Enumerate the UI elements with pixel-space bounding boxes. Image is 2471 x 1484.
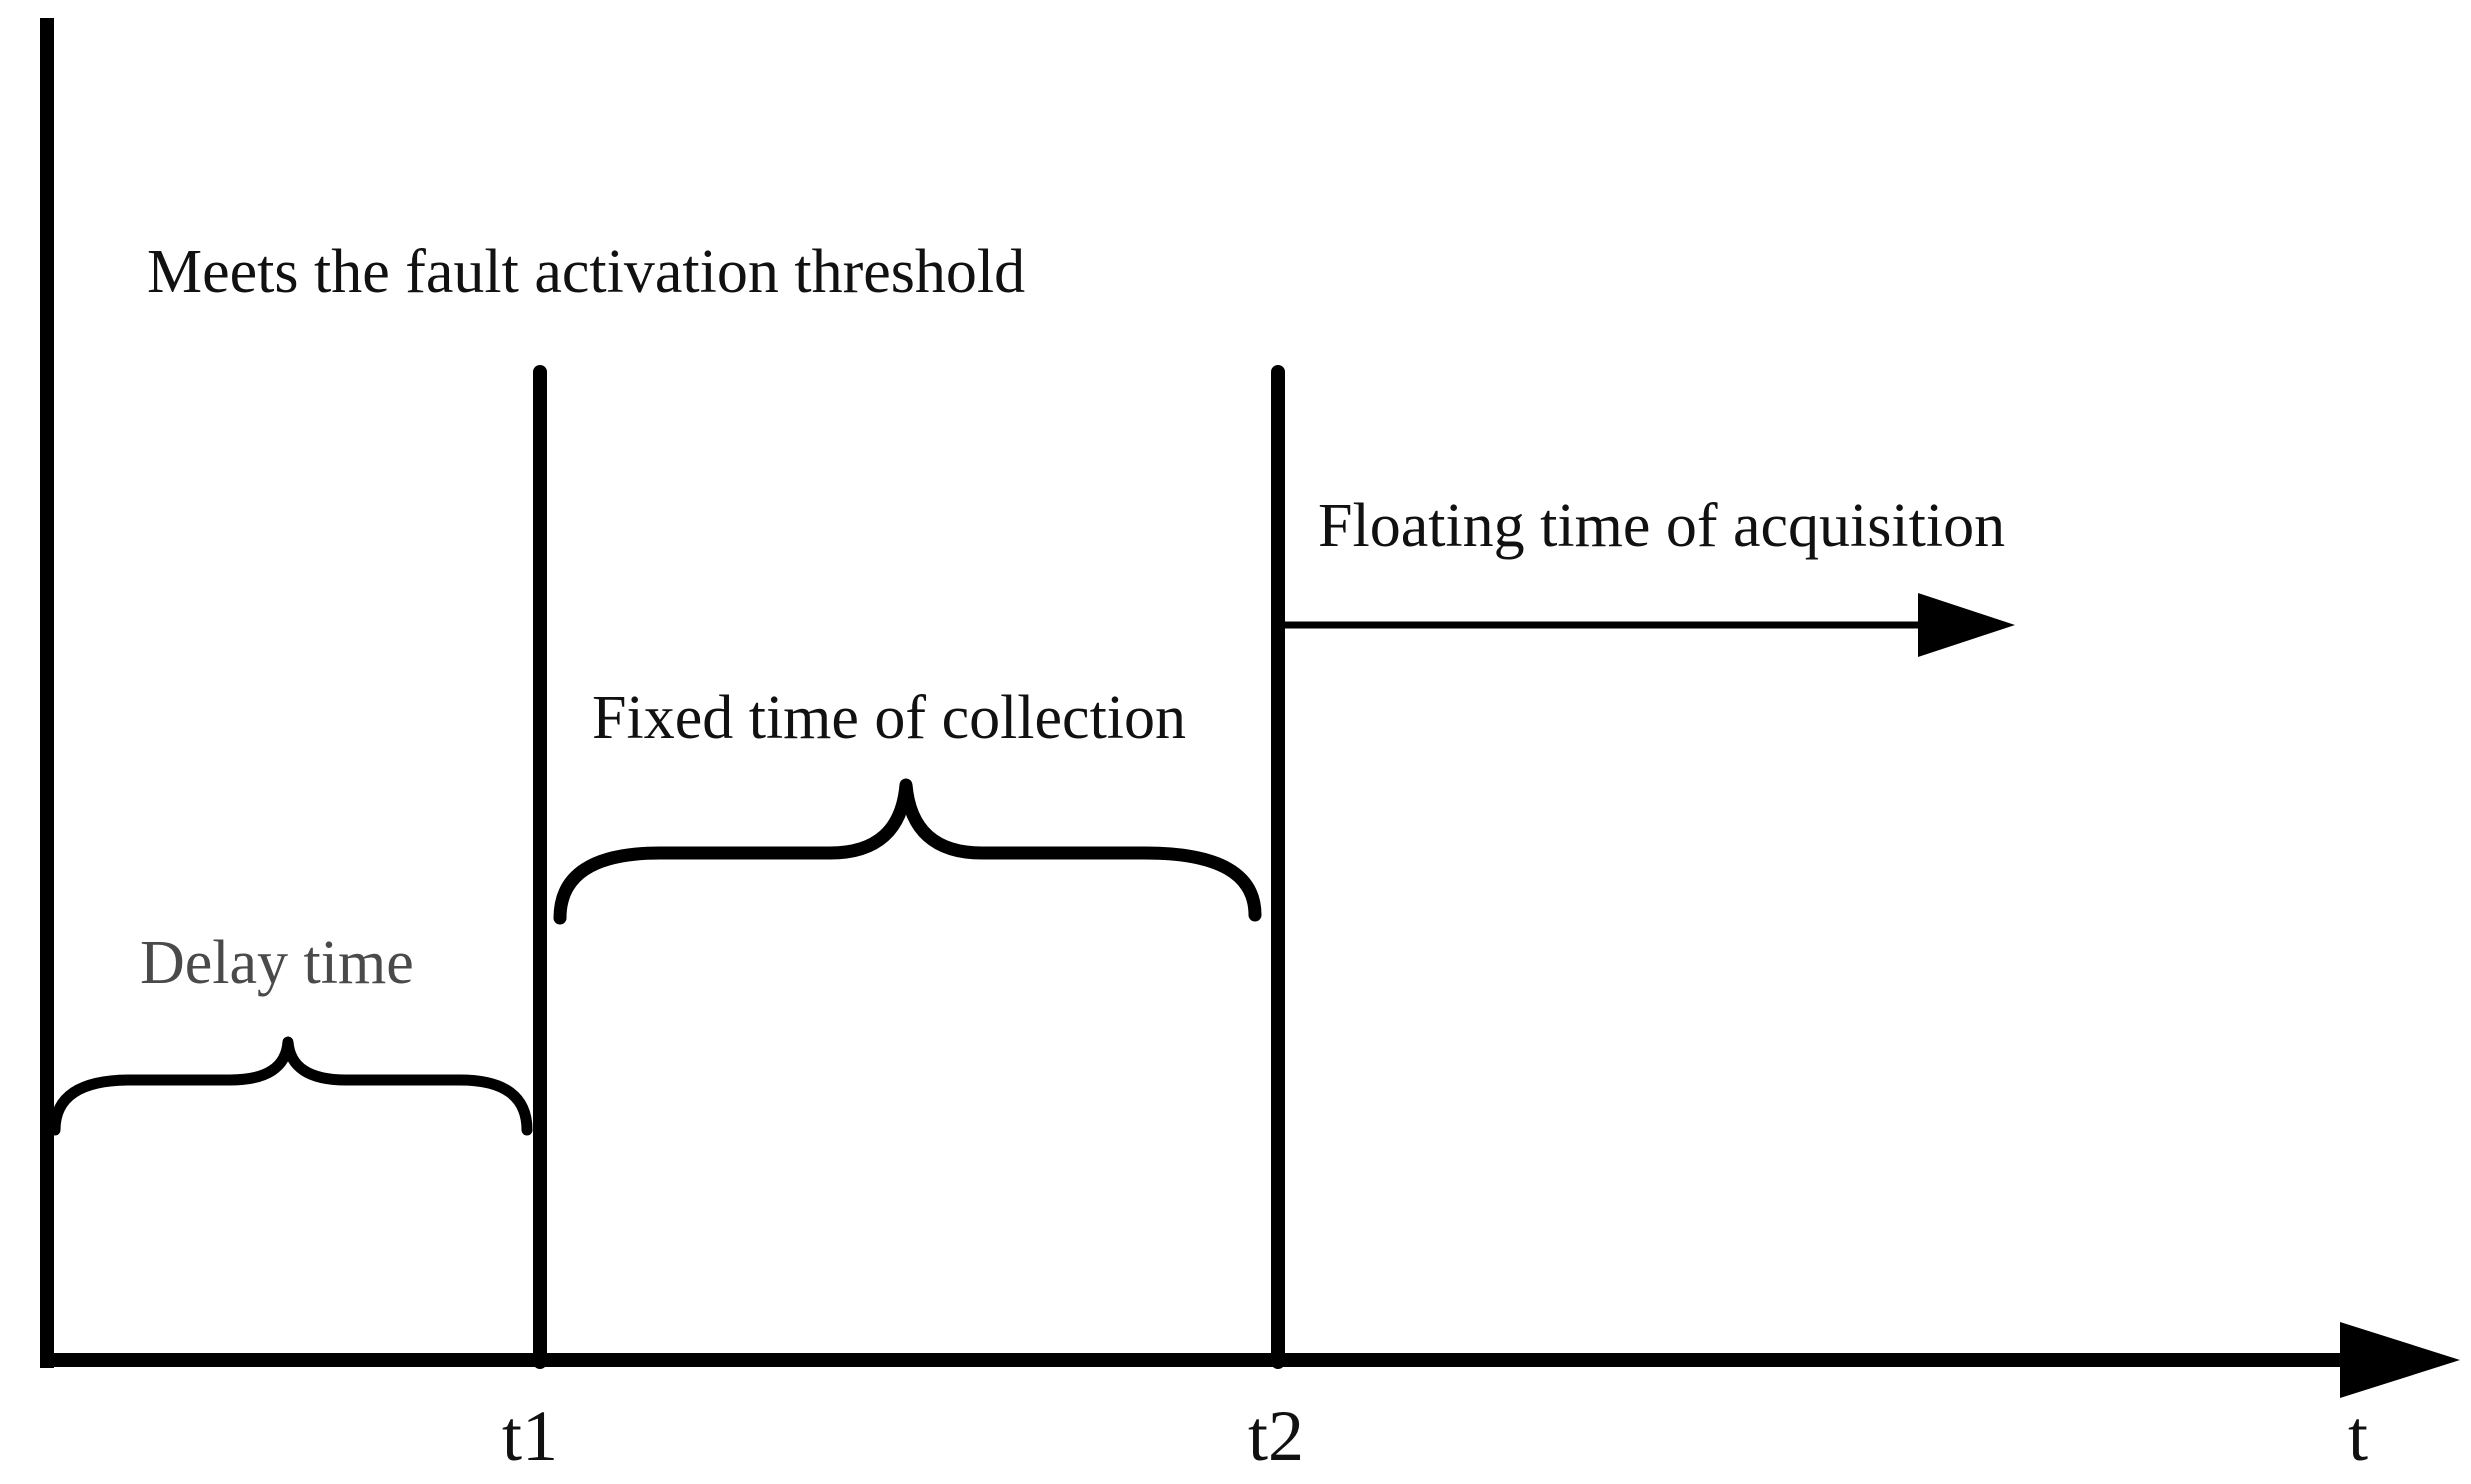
t2-tick-label: t2 xyxy=(1248,1396,1304,1476)
floating-acquisition-arrowhead xyxy=(1918,593,2015,657)
t1-tick-label: t1 xyxy=(502,1396,558,1476)
threshold-label: Meets the fault activation threshold xyxy=(147,238,1025,306)
delay-time-label: Delay time xyxy=(140,929,414,997)
time-axis-label: t xyxy=(2348,1396,2368,1476)
delay-time-brace xyxy=(49,1036,533,1136)
time-axis-arrowhead xyxy=(2340,1322,2460,1398)
fixed-collection-brace xyxy=(553,778,1262,925)
floating-time-label: Floating time of acquisition xyxy=(1318,492,2005,560)
fixed-time-label: Fixed time of collection xyxy=(592,684,1186,752)
